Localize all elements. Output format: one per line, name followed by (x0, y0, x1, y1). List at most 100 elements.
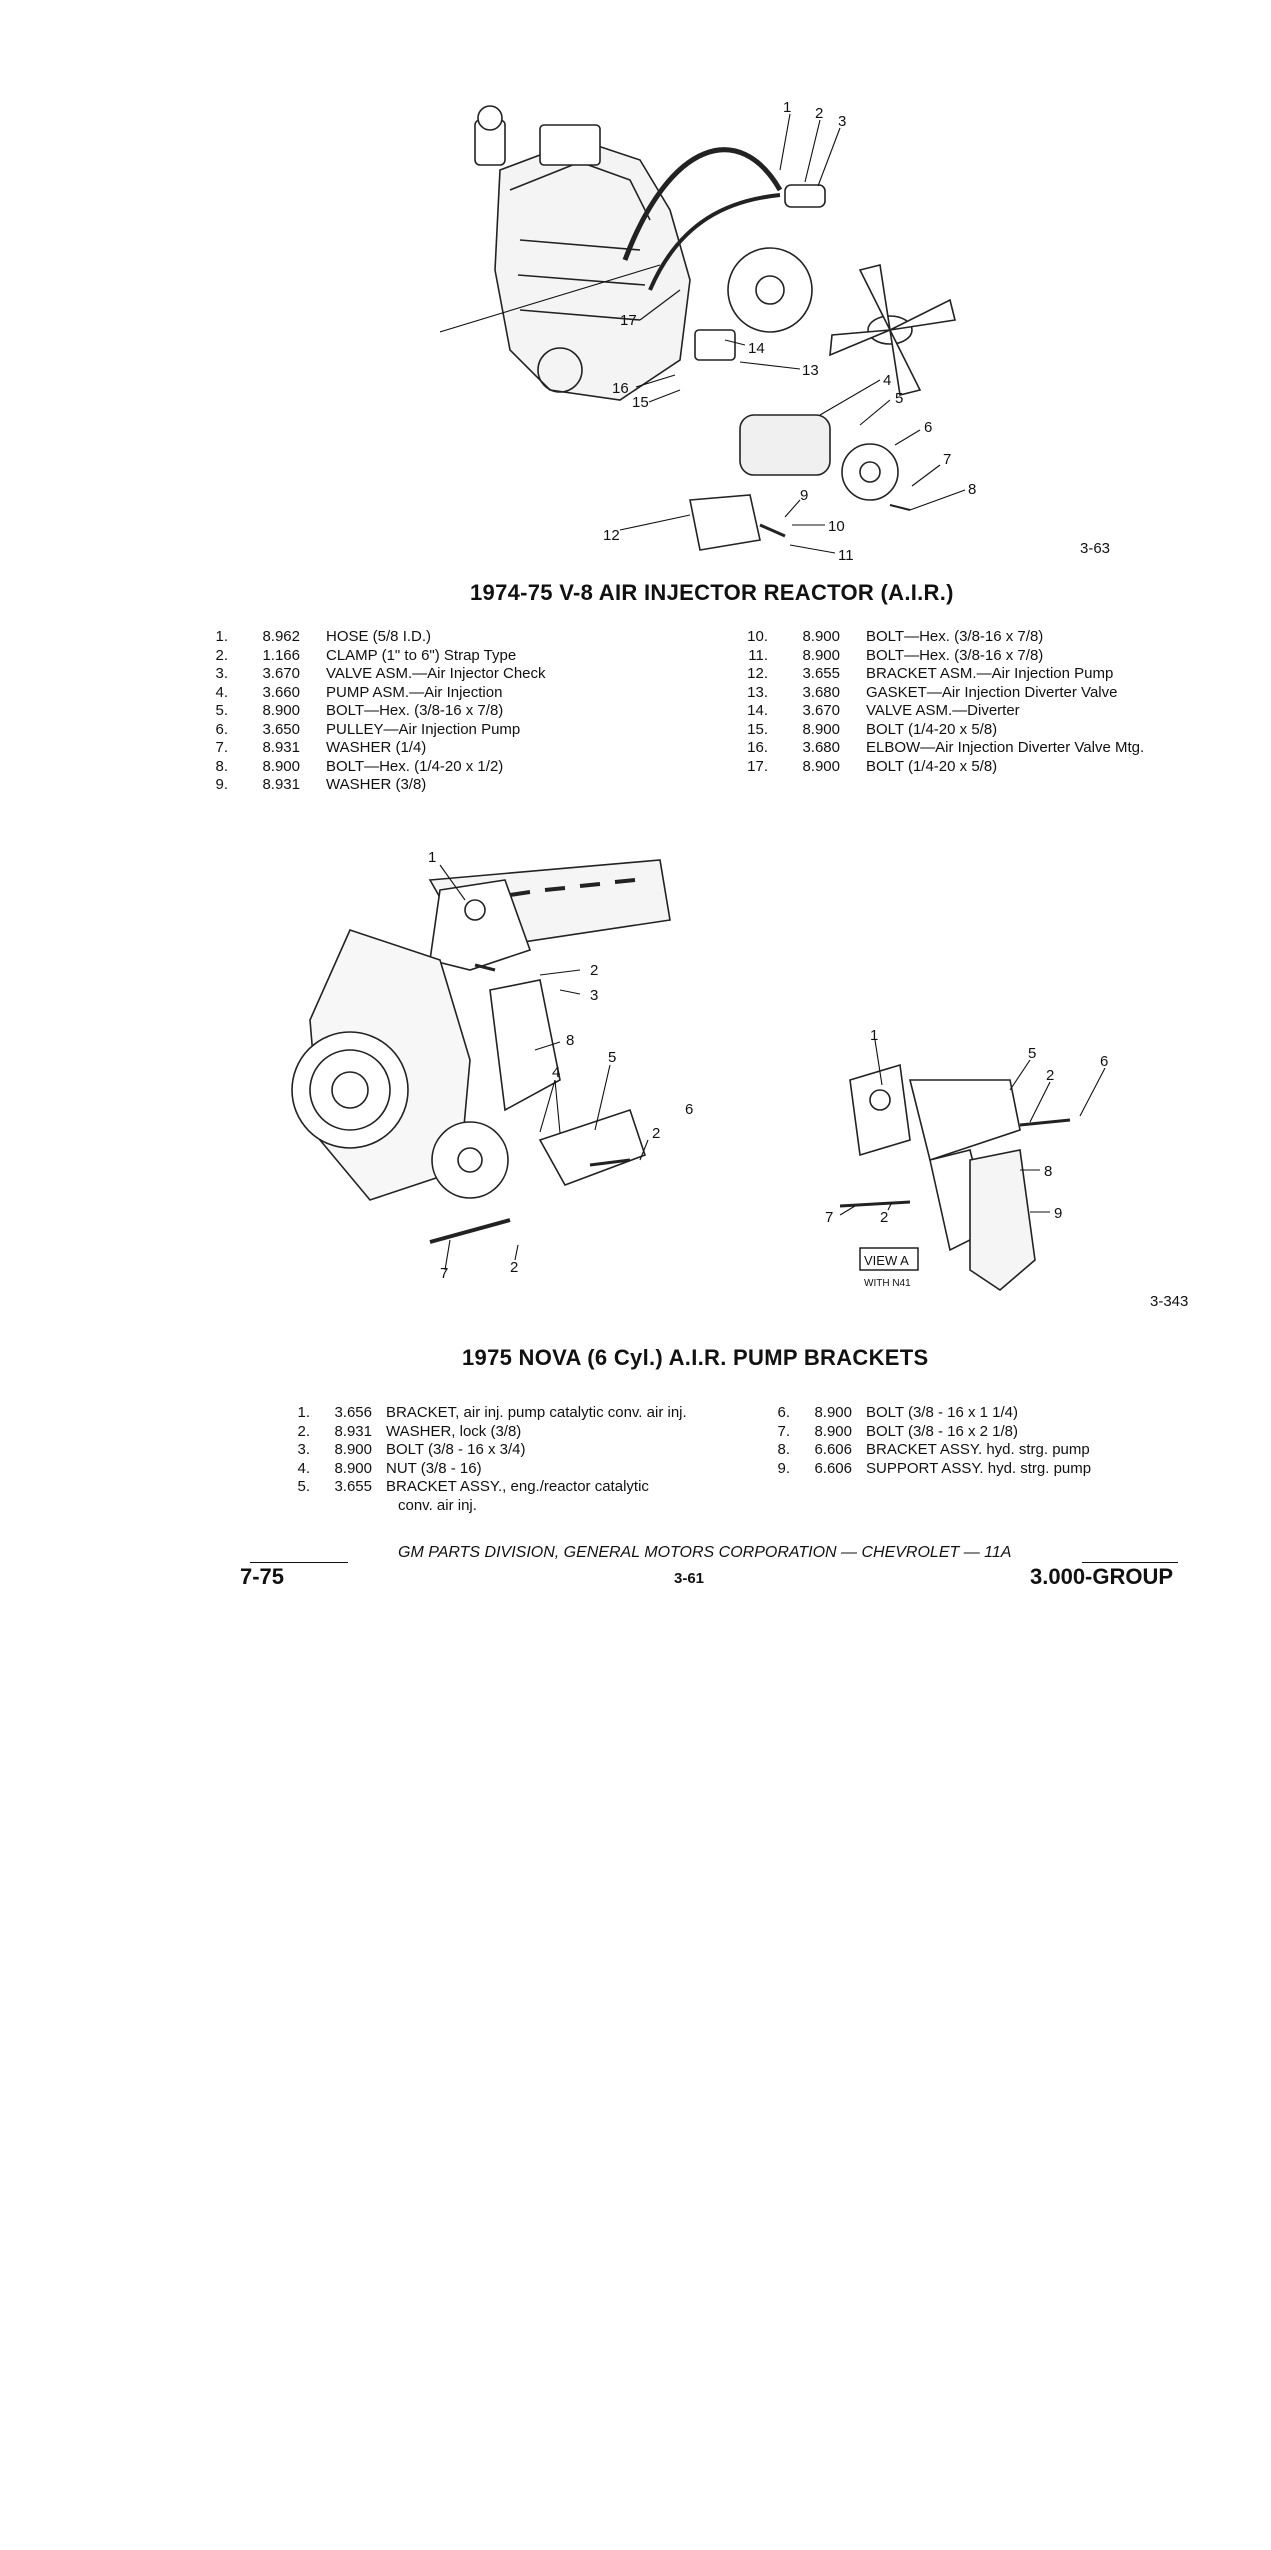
callout: 2 (1046, 1067, 1054, 1084)
footer-rule-right (1082, 1562, 1178, 1563)
part-number: 8. (215, 757, 228, 775)
callout: 7 (943, 451, 951, 468)
part-description: conv. air inj. (398, 1496, 477, 1514)
part-number: 14. (747, 702, 768, 719)
figure-code: 3-343 (1150, 1293, 1189, 1310)
part-number: 11. (748, 646, 768, 664)
part-number: 17. (747, 757, 768, 775)
callout: 2 (590, 962, 598, 979)
callout: 2 (652, 1125, 660, 1142)
part-number: 2. (297, 1422, 310, 1440)
footer-publisher: GM PARTS DIVISION, GENERAL MOTORS CORPOR… (398, 1544, 1012, 1561)
footer-rule-left (250, 1562, 348, 1563)
part-row: conv. air inj. (290, 1497, 687, 1516)
part-group-code: 3.680 (802, 683, 840, 701)
part-group-code: 3.655 (334, 1478, 372, 1495)
part-description: BOLT (3/8 - 16 x 3/4) (386, 1441, 526, 1458)
part-group-code: 8.900 (802, 628, 840, 645)
part-group-code: 1.166 (262, 646, 300, 664)
part-group-code: 6.606 (814, 1441, 852, 1458)
part-group-code: 3.670 (262, 665, 300, 682)
part-number: 13. (747, 683, 768, 701)
svg-text:VIEW A: VIEW A (864, 1253, 909, 1268)
section-title: 1974-75 V-8 AIR INJECTOR REACTOR (A.I.R.… (470, 580, 954, 605)
part-group-code: 8.900 (802, 757, 840, 775)
callout: 3 (590, 987, 598, 1004)
nova-bracket-illustration: 1 2 3 8 4 5 6 2 7 2 (291, 849, 693, 1280)
part-number: 9. (215, 776, 228, 793)
part-description: BOLT (1/4-20 x 5/8) (866, 720, 998, 738)
part-row: 15. 8.900 BOLT (1/4-20 x 5/8) (730, 721, 1144, 740)
part-number: 5. (297, 1478, 310, 1495)
callout: 10 (828, 518, 845, 535)
part-row: 2. 8.931 WASHER, lock (3/8) (290, 1423, 687, 1442)
part-number: 15. (747, 720, 768, 738)
callout: 6 (1100, 1053, 1108, 1070)
part-group-code: 8.900 (262, 702, 300, 719)
part-number: 9. (777, 1459, 790, 1477)
view-a-illustration: 1 5 2 6 8 7 2 9 VIEW A WITH N41 (825, 1030, 1108, 1292)
part-group-code: 3.655 (802, 665, 840, 682)
part-description: PULLEY—Air Injection Pump (326, 720, 521, 738)
callout: 15 (632, 394, 649, 411)
part-group-code: 8.900 (334, 1459, 372, 1477)
callout: 3 (838, 113, 846, 130)
callout: 5 (895, 390, 903, 407)
part-group-code: 3.650 (262, 720, 300, 738)
callout: 8 (566, 1032, 574, 1049)
part-description: BRACKET ASSY., eng./reactor catalytic (386, 1478, 649, 1495)
part-group-code: 3.660 (262, 683, 300, 701)
v8-air-injector-illustration: 1 2 3 1 17 14 13 16 15 4 5 6 7 8 9 10 12… (440, 100, 976, 564)
callout: 13 (802, 362, 819, 379)
part-group-code: 8.900 (334, 1441, 372, 1458)
callout: 7 (825, 1209, 833, 1226)
part-description: BOLT—Hex. (3/8-16 x 7/8) (326, 702, 504, 719)
part-number: 1. (297, 1404, 310, 1421)
callout: 1 (428, 849, 436, 866)
part-number: 6. (777, 1404, 790, 1421)
callout: 17 (620, 312, 637, 329)
part-group-code: 3.670 (802, 702, 840, 719)
page-number: 3-61 (674, 1570, 705, 1587)
part-description: WASHER, lock (3/8) (386, 1422, 522, 1440)
part-group-code: 8.900 (814, 1422, 852, 1440)
part-description: BOLT (3/8 - 16 x 2 1/8) (866, 1422, 1019, 1440)
part-description: VALVE ASM.—Diverter (866, 702, 1020, 719)
callout: 9 (1054, 1205, 1062, 1222)
part-group-code: 8.931 (334, 1422, 372, 1440)
part-group-code: 8.931 (262, 776, 300, 793)
callout: 14 (748, 340, 765, 357)
part-number: 3. (215, 665, 228, 682)
callout: 2 (880, 1209, 888, 1226)
part-number: 1. (215, 628, 228, 645)
part-description: HOSE (5/8 I.D.) (326, 628, 432, 645)
part-description: BOLT—Hex. (3/8-16 x 7/8) (866, 628, 1044, 645)
part-description: BRACKET, air inj. pump catalytic conv. a… (386, 1404, 687, 1421)
footer-group: 3.000-GROUP (1030, 1564, 1174, 1589)
callout: 4 (883, 372, 891, 389)
callout: 8 (1044, 1163, 1052, 1180)
part-number: 4. (215, 683, 228, 701)
part-group-code: 8.900 (802, 646, 840, 664)
callout: 9 (800, 487, 808, 504)
callout: 2 (815, 105, 823, 122)
part-group-code: 3.680 (802, 739, 840, 756)
part-number: 7. (215, 739, 228, 756)
part-group-code: 8.900 (814, 1404, 852, 1421)
callout: 5 (608, 1049, 616, 1066)
part-number: 3. (297, 1441, 310, 1458)
part-description: NUT (3/8 - 16) (386, 1459, 482, 1477)
part-group-code: 8.900 (802, 720, 840, 738)
part-row: 5. 3.655 BRACKET ASSY., eng./reactor catal… (290, 1478, 687, 1497)
part-number: 6. (215, 720, 228, 738)
part-description: BOLT (1/4-20 x 5/8) (866, 757, 998, 775)
part-group-code: 8.931 (262, 739, 300, 756)
